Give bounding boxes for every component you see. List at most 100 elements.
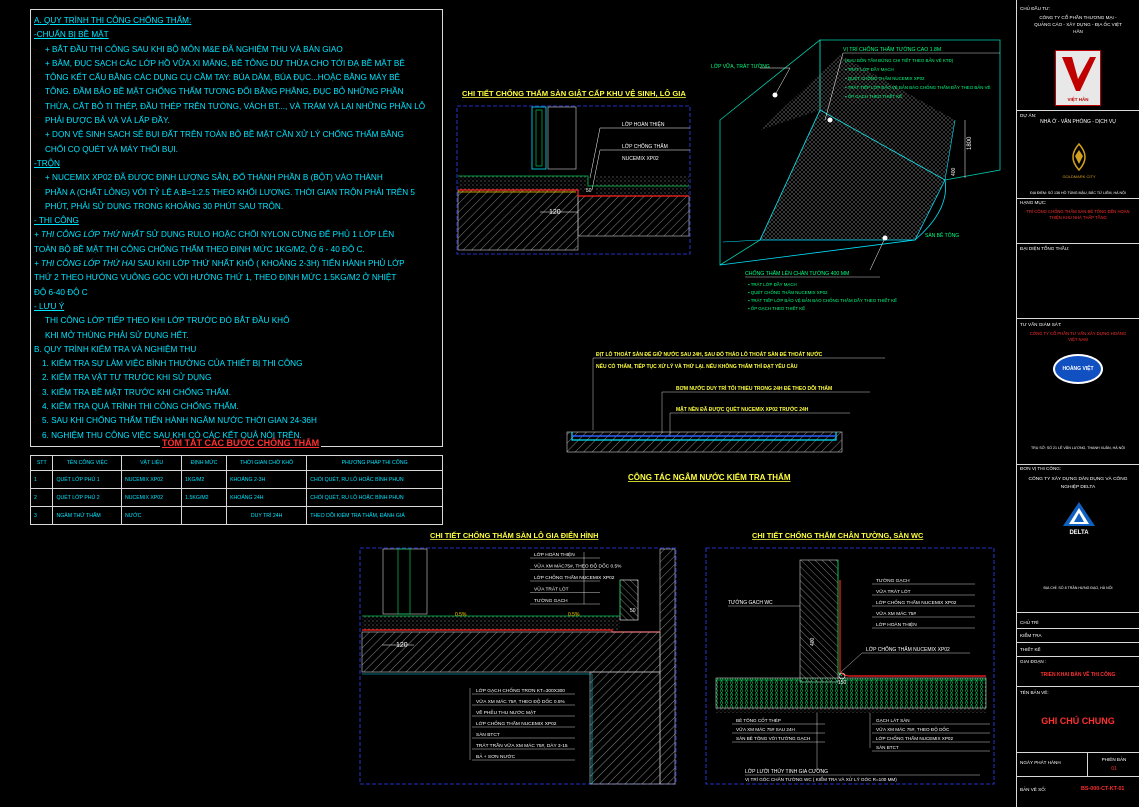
- contractor-logo-text: DELTA: [1069, 530, 1089, 536]
- prep-lines-line: + BĂM, ĐỤC SẠCH CÁC LỚP HỒ VỮA XI MĂNG, …: [45, 58, 405, 68]
- d5-corner-label: VỊ TRÍ GÓC CHÂN TƯỜNG WC ( KIỂM TRA VÀ X…: [745, 776, 897, 782]
- d3-note-3: BƠM NƯỚC DUY TRÌ TỐI THIỂU TRONG 24H ĐỂ …: [676, 384, 832, 392]
- d4-dim-120: 120: [396, 642, 408, 649]
- d2-dim-1800: 1800: [967, 136, 973, 150]
- d2floor-label: ▪ ỐP GẠCH THEO THIẾT KẾ: [748, 306, 805, 311]
- d4-slope-left: 0.5%: [455, 612, 467, 618]
- work-line-text: THỨ 2 THEO HƯỚNG VUÔNG GÓC VỚI HƯỚNG THỨ…: [34, 273, 397, 283]
- d5br-label: GẠCH LÁT SÀN: [876, 717, 910, 723]
- check-lines: 1. KIỂM TRA SỰ LÀM VIỆC BÌNH THƯỜNG CỦA …: [34, 357, 439, 443]
- check-lines-line: 3. KIỂM TRA BỀ MẶT TRƯỚC KHI CHỐNG THẤM.: [42, 387, 232, 397]
- contractor-name: CÔNG TY XÂY DỰNG DÂN DỤNG VÀ CÔNG NGHIỆP…: [1028, 477, 1128, 490]
- d3-note-1: ĐỊT LỖ THOÁT SÀN ĐỂ GIỮ NƯỚC SAU 24H, SA…: [596, 350, 823, 358]
- d4bot-label: LỚP CHỐNG THẤM NUCEMIX XP02: [476, 720, 557, 727]
- d5-mid-label: LỚP CHỐNG THẤM NUCEMIX XP02: [866, 646, 950, 653]
- mix-lines: + NUCEMIX XP02 ĐÃ ĐƯỢC ĐỊNH LƯỢNG SẴN, Đ…: [34, 171, 439, 214]
- prep-lines-line: THỪA, CẮT BỎ TI THÉP, ĐẦU THÉP TRÊN TƯỜN…: [45, 101, 426, 111]
- project-logo-text: GOLDMARK CITY: [1062, 174, 1096, 179]
- d1-label-product: NUCEMIX XP02: [622, 156, 659, 162]
- contractor-address: ĐỊA CHỈ: SỐ 8 TRẦN HƯNG ĐẠO, HÀ NỘI: [1043, 586, 1113, 590]
- prep-lines-line: + DỌN VỆ SINH SẠCH SẼ BỤI ĐẤT TRÊN TOÀN …: [45, 130, 404, 140]
- d4bot-label: SÀN BTCT: [476, 731, 500, 738]
- work-line: ĐỘ 6-40 ĐỘ C: [34, 286, 439, 300]
- d2-floor-slab: SÀN BÊ TÔNG: [925, 231, 959, 239]
- item-label: HẠNG MỤC:: [1020, 200, 1047, 205]
- title-block: CHỦ ĐẦU TƯ: CÔNG TY CỔ PHẦN THƯƠNG MẠI -…: [1016, 0, 1139, 807]
- work-line-emphasis: + THI CÔNG LỚP THỨ NHẤT: [34, 230, 144, 240]
- mix-lines-line: PHÚT, PHẢI SỬ DỤNG TRONG KHOẢNG 30 PHÚT …: [45, 201, 284, 211]
- note-title: - LƯU Ý: [34, 301, 65, 311]
- work-line-text: SỬ DỤNG RULO HOẶC CHỔI NYLON CỨNG ĐỂ PHỦ…: [143, 230, 395, 240]
- work-line: THỨ 2 THEO HƯỚNG VUÔNG GÓC VỚI HƯỚNG THỨ…: [34, 271, 439, 285]
- d4bot-label: LỚP GẠCH CHỐNG TRƠN KT=300X300: [476, 687, 565, 694]
- prep-lines-line: TÔNG KẾT CẤU BẰNG CÁC DỤNG CỤ CẦM TAY: B…: [45, 73, 401, 83]
- table-cell: THEO DÕI KIỂM TRA THẤM, ĐÁNH GIÁ: [306, 506, 443, 525]
- d2floor-label: ▪ TRÁT TIẾP LỚP BẢO VỆ BẢN BÁO CHỐNG THẤ…: [748, 298, 897, 303]
- note-lines-line: KHI MỞ THÙNG PHẢI SỬ DỤNG HẾT.: [45, 330, 189, 340]
- d3-note-4: MẶT NỀN ĐÃ ĐƯỢC QUÉT NUCEMIX XP02 TRƯỚC …: [676, 405, 809, 413]
- d5-brick-wall: TƯỜNG GẠCH WC: [728, 599, 773, 606]
- d5top-label: TƯỜNG GẠCH: [876, 577, 910, 584]
- d3-note-2: NẾU CÓ THẤM, TIẾP TỤC XỬ LÝ VÀ THỬ LẠI. …: [596, 362, 798, 370]
- d1-dim-120: 120: [549, 209, 561, 216]
- project-label: DỰ ÁN:: [1020, 113, 1037, 118]
- check-lines-line: 4. KIỂM TRA QUÁ TRÌNH THI CÔNG CHỐNG THẤ…: [42, 402, 239, 412]
- d4bot-label: BẢ + SƠN NƯỚC: [476, 753, 516, 760]
- work-line-text: TOÀN BỘ BỀ MẶT THI CÔNG CHỐNG THẤM THEO …: [34, 244, 365, 254]
- design-label: ĐẠI DIỆN TỔNG THẦU:: [1020, 246, 1070, 251]
- detail-1-title: CHI TIẾT CHỐNG THẤM SÀN GIẬT CẤP KHU VỆ …: [462, 88, 686, 98]
- drawing-no: BS-000-CT-KT-01: [1081, 786, 1125, 792]
- prep-title: -CHUẨN BỊ BỀ MẶT: [34, 30, 109, 40]
- owner-name: CÔNG TY CỔ PHẦN THƯƠNG MẠI - QUẢNG CÁO -…: [1034, 15, 1122, 34]
- consult-address: TRỤ SỞ: SỐ 21 LÊ VĂN LƯƠNG, THANH XUÂN, …: [1030, 446, 1126, 450]
- prep-lines-line: + BẮT ĐẦU THI CÔNG SAU KHI BỘ MÔN M&E ĐÃ…: [45, 44, 343, 54]
- d1-dim-50: 50: [586, 188, 592, 194]
- d2floor-label: ▪ QUÉT CHỐNG THẤM NUCEMIX XP02: [748, 290, 828, 295]
- project-logo: GOLDMARK CITY: [1062, 142, 1096, 182]
- d2wall-label: ▪ QUÉT CHỐNG THẤM NUCEMIX XP02: [845, 76, 925, 81]
- d2wall-label: ▪ TRÁT LỚP ĐẦY MẠCH: [845, 67, 894, 72]
- d5top-label: LỚP HOÀN THIỆN: [876, 620, 917, 628]
- d2wall-label: ▪ TRÁT TIẾP LỚP BẢO VỆ BẢN BÁO CHỐNG THẤ…: [845, 85, 991, 90]
- item-name: TRÌ CÔNG CHỐNG THẤM SÀN BÊ TÔNG ĐẾN HOÀN…: [1026, 209, 1130, 220]
- work-line-emphasis: + THI CÔNG LỚP THỨ HAI: [34, 259, 136, 269]
- d5top-label: VỮA TRÁT LÓT: [876, 588, 911, 595]
- d5-title: CHI TIẾT CHỐNG THẤM CHÂN TƯỜNG, SÀN WC: [752, 530, 924, 540]
- d5-dim-150: 150: [838, 680, 847, 686]
- goldmark-icon: [1072, 142, 1086, 172]
- mix-title: -TRỘN: [34, 158, 60, 168]
- stage-value: TRIỂN KHAI BẢN VẼ THI CÔNG: [1040, 672, 1116, 678]
- check-lines-line: 6. NGHIỆM THU CÔNG VIỆC SAU KHI CÓ CÁC K…: [42, 430, 302, 440]
- d4top-label: TƯỜNG GẠCH: [534, 597, 568, 604]
- detail-4-loggia: CHI TIẾT CHỐNG THẤM SÀN LÔ GIA ĐIỂN HÌNH…: [359, 530, 677, 785]
- project-address: ĐỊA ĐIỂM: SỐ 136 HỒ TÙNG MẬU, BẮC TỪ LIÊ…: [1030, 191, 1126, 195]
- work-line-text: SAU KHI LỚP THỨ NHẤT KHÔ ( KHOẢNG 2-3H) …: [135, 259, 405, 269]
- construction-notes: A. QUY TRÌNH THI CÔNG CHỐNG THẤM: -CHUẨN…: [30, 9, 443, 447]
- table-cell: DUY TRÌ 24H: [226, 506, 308, 525]
- d1-label-waterproof: LỚP CHỐNG THẤM: [622, 143, 668, 150]
- d2-wall-lines: (KHU BỒN TẮM ĐỨNG CHI TIẾT THEO BẢN VẼ K…: [845, 58, 991, 99]
- d5br-label: LỚP CHỐNG THẤM NUCEMIX XP02: [876, 735, 953, 741]
- d2-dim-400: 400: [951, 167, 957, 176]
- work-title: - THI CÔNG: [34, 216, 79, 226]
- contractor-label: ĐƠN VỊ THI CÔNG:: [1020, 466, 1062, 471]
- d1-label-finish: LỚP HOÀN THIỆN: [622, 120, 665, 128]
- notes-heading: A. QUY TRÌNH THI CÔNG CHỐNG THẤM:: [34, 16, 192, 25]
- table-cell: NGÂM THỬ THẤM: [52, 506, 122, 525]
- d5br-label: SÀN BTCT: [876, 744, 899, 750]
- owner-logo-icon: [1062, 57, 1096, 91]
- drawing-canvas: CHI TIẾT CHỐNG THẤM SÀN GIẬT CẤP KHU VỆ …: [359, 39, 1001, 785]
- d5top-label: LỚP CHỐNG THẤM NUCEMIX XP02: [876, 599, 957, 606]
- sheet-label: TÊN BẢN VẼ:: [1020, 690, 1049, 695]
- check-lines-line: 1. KIỂM TRA SỰ LÀM VIỆC BÌNH THƯỜNG CỦA …: [42, 359, 303, 369]
- d4bot-label: VỀ PHỄU THU NƯỚC MẶT: [476, 709, 536, 716]
- prep-lines-line: CHỔI CỌ QUÉT VÀ MÁY THỔI BỤI.: [45, 144, 178, 154]
- work-line: TOÀN BỘ BỀ MẶT THI CÔNG CHỐNG THẤM THEO …: [34, 243, 439, 257]
- d4top-label: LỚP HOÀN THIỆN: [534, 550, 575, 558]
- stage-label: GIAI ĐOẠN :: [1020, 659, 1047, 664]
- table-cell: 3: [29, 506, 54, 525]
